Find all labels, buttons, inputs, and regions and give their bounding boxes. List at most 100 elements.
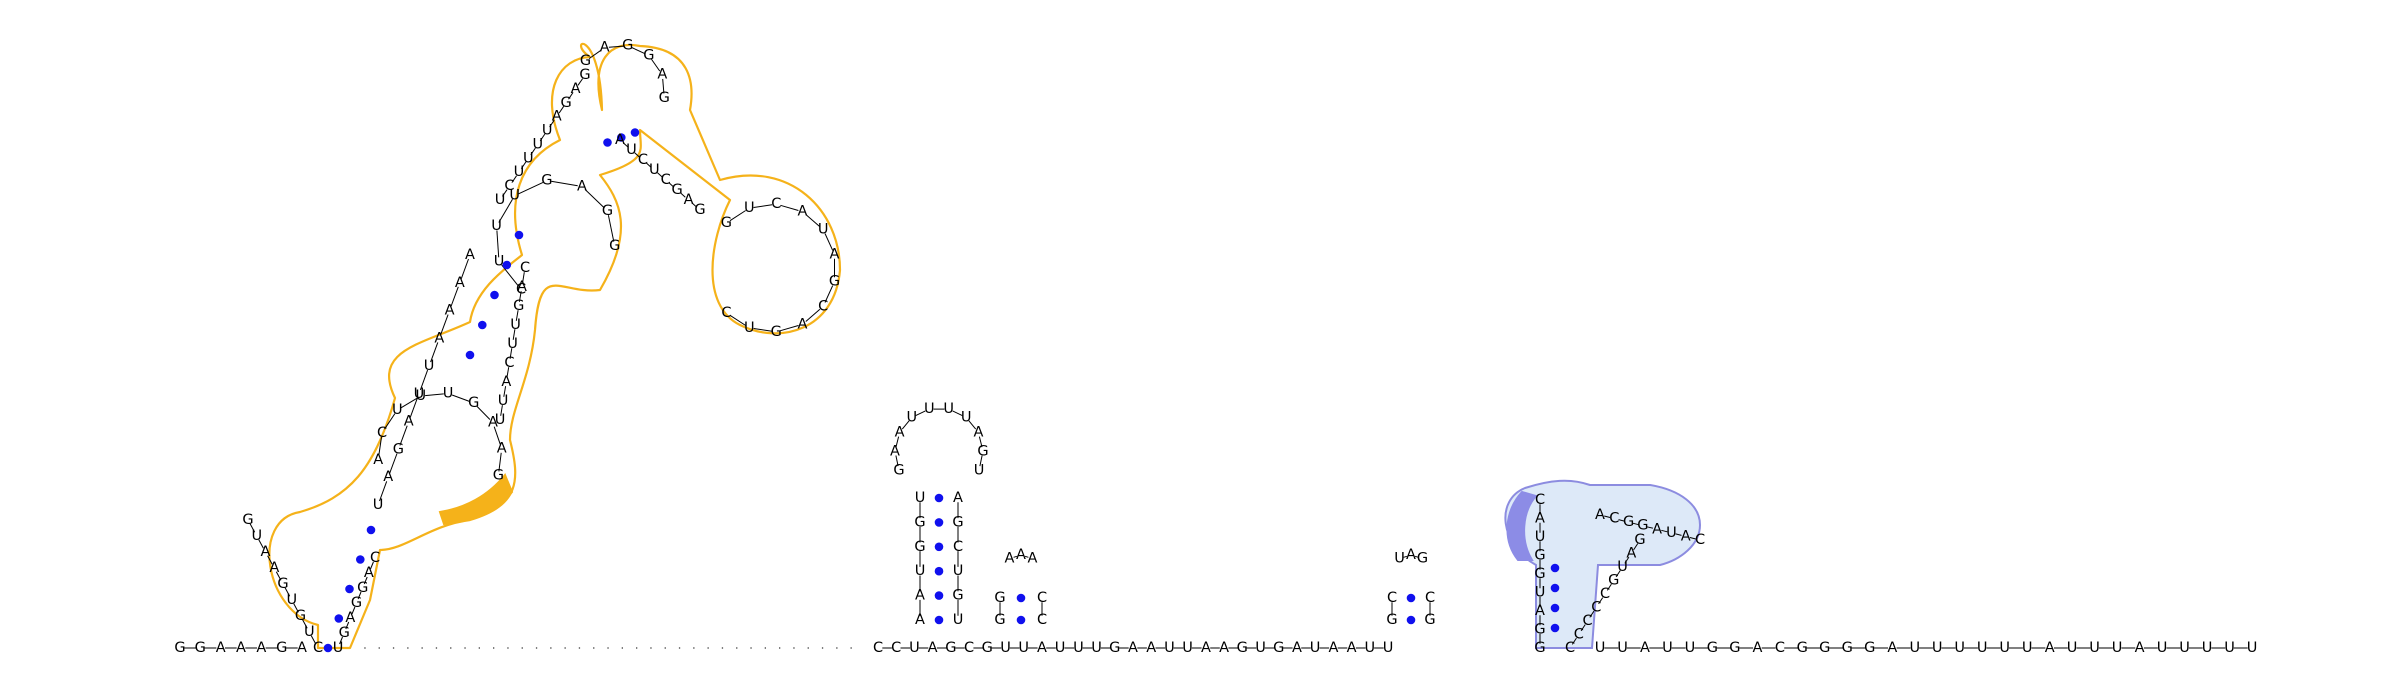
domain2-stem-5p-nt: U xyxy=(1535,585,1546,601)
domain1-stem2-5p-link xyxy=(430,342,439,363)
domain1-stem3-5p-link xyxy=(511,175,517,183)
middle-backbone-nt: G xyxy=(1273,640,1284,656)
middle-backbone-nt: A xyxy=(1146,640,1156,656)
domain2-stem-3p-nt: C xyxy=(1582,613,1592,629)
domain1-stem2-3p-nt: A xyxy=(501,374,511,390)
domain1-stem1-3p-nt: G xyxy=(357,580,368,596)
middle-backbone-nt: G xyxy=(945,640,956,656)
domain1-stem2-pair xyxy=(490,290,499,300)
middle-backbone-nt: U xyxy=(909,640,920,656)
leader-5prime-nt: A xyxy=(216,640,226,656)
hairpin-a-loop-link xyxy=(952,410,963,417)
hairpin-a-pair xyxy=(934,542,944,552)
trailer-3prime-nt: U xyxy=(2089,640,2100,656)
domain1-stem2-3p-nt: A xyxy=(517,279,527,295)
domain1-stem2-pair xyxy=(478,320,487,330)
trailer-3prime-nt: G xyxy=(1819,640,1830,656)
middle-backbone-nt: C xyxy=(873,640,883,656)
domain2-stem-3p-nt: A xyxy=(1626,546,1636,562)
domain1-loop3-link xyxy=(608,45,624,48)
domain1-stem2-5p-nt: A xyxy=(383,469,393,485)
domain1-stem2-3p-link xyxy=(500,405,503,416)
domain1-stem3-3p-nt: C xyxy=(638,152,648,168)
domain1-stem3-3p-link xyxy=(657,172,663,178)
domain1-stem1-5p-nt: G xyxy=(295,608,306,624)
trailer-3prime-nt: U xyxy=(1999,640,2010,656)
domain1-apical-loop-nt: A xyxy=(798,316,808,332)
domain1-stem1-3p-link xyxy=(370,561,374,570)
domain1-stem1-5p-nt: G xyxy=(277,576,288,592)
middle-backbone-nt: C xyxy=(891,640,901,656)
domain2-hairpin-loop-nt: C xyxy=(1695,532,1705,548)
domain2-stem-3p-nt: G xyxy=(1608,573,1619,589)
middle-backbone-nt: A xyxy=(1292,640,1302,656)
domain1-stem3-3p-link xyxy=(634,152,640,158)
domain1-stem2-pair xyxy=(502,260,512,270)
domain1-stem1-5p-nt: C xyxy=(313,640,323,656)
domain1-stem2-5p-nt: G xyxy=(393,441,404,457)
domain1-stem2-5p-nt: A xyxy=(404,414,414,430)
domain1-loop1-nt: U xyxy=(443,386,454,402)
domain1-stem3-5p-nt: U xyxy=(495,192,506,208)
domain2-stem-3p-link xyxy=(1598,597,1604,605)
domain1-loop1-link xyxy=(493,426,501,445)
domain1-stem2-3p-link xyxy=(512,329,516,340)
domain1-stem1-3p-nt: U xyxy=(333,640,344,656)
domain1-loop3-link xyxy=(588,49,602,60)
trailer-3prime-nt: U xyxy=(2067,640,2078,656)
domain2-hairpin-loop-nt: U xyxy=(1666,525,1677,541)
domain1-stem3-5p-nt: A xyxy=(552,109,562,125)
trailer-3prime-nt: A xyxy=(1752,640,1762,656)
hairpin-a-stem-3p-nt: U xyxy=(953,612,964,628)
domain2-pair xyxy=(1550,563,1560,573)
domain1-stem1-3p-link xyxy=(345,621,350,630)
hairpin-b-loop-link xyxy=(1013,555,1018,558)
domain1-loop1-link xyxy=(378,436,382,456)
domain2-hairpin-loop-nt: A xyxy=(1595,507,1605,523)
domain1-stem2-3p-nt: U xyxy=(510,317,521,333)
domain2-stem-5p-nt: A xyxy=(1535,511,1545,527)
domain1-loop2-link xyxy=(496,230,500,258)
domain1-loop2-nt: G xyxy=(602,203,613,219)
domain1-loop1-link xyxy=(384,413,396,430)
domain2-stem-3p-link xyxy=(1571,637,1577,645)
domain-2-highlight-segment xyxy=(1506,490,1538,561)
domain1-stem2-pair xyxy=(465,350,475,360)
trailer-3prime-nt: U xyxy=(1662,640,1673,656)
domain1-stem2-5p-nt: A xyxy=(465,247,475,263)
domain2-stem-5p-nt: G xyxy=(1534,640,1545,656)
domain1-loop1-link xyxy=(498,452,502,472)
hairpin-b-stem-5p-nt: G xyxy=(994,612,1005,628)
domain1-stem1-3p-link xyxy=(357,591,362,600)
domain1-stem3-pair xyxy=(617,133,626,142)
domain1-loop3-link xyxy=(662,78,665,94)
domain2-hairpin-loop-link xyxy=(1689,537,1696,540)
hairpin-a-pair xyxy=(934,493,944,503)
hairpin-a-stem-5p-nt: G xyxy=(914,514,925,530)
domain1-stem2-3p-nt: G xyxy=(513,298,524,314)
domain1-loop3-nt: A xyxy=(600,40,610,56)
domain1-stem2-3p-link xyxy=(515,310,519,321)
trailer-3prime-nt: C xyxy=(1775,640,1785,656)
hairpin-b-loop-link xyxy=(1024,555,1029,558)
domain1-stem1-5p-link xyxy=(310,635,317,645)
domain1-stem1-5p-nt: A xyxy=(261,544,271,560)
trailer-3prime-nt: A xyxy=(1640,640,1650,656)
leader-5prime-nt: G xyxy=(276,640,287,656)
hairpin-c-stem-3p-nt: C xyxy=(1425,590,1435,606)
domain1-loop2-link xyxy=(551,180,578,187)
domain1-stem2-5p-nt: U xyxy=(414,386,425,402)
domain1-stem2-5p-link xyxy=(460,258,469,279)
domain2-hairpin-loop-link xyxy=(1646,526,1654,529)
leader-5prime-nt: A xyxy=(256,640,266,656)
domain1-stem2-3p-nt: C xyxy=(504,355,514,371)
domain2-stem-3p-link xyxy=(1589,610,1595,618)
domain1-apical-loop-link xyxy=(780,325,799,332)
hairpin-a-loop-nt: U xyxy=(943,401,954,417)
domain2-hairpin-loop-link xyxy=(1661,529,1668,533)
domain1-stem3-5p-nt: U xyxy=(514,164,525,180)
leader-5prime-nt: A xyxy=(297,640,307,656)
domain1-loop1-nt: C xyxy=(377,425,387,441)
hairpin-a-loop-link xyxy=(915,410,926,417)
hairpin-a-loop-nt: A xyxy=(973,425,983,441)
